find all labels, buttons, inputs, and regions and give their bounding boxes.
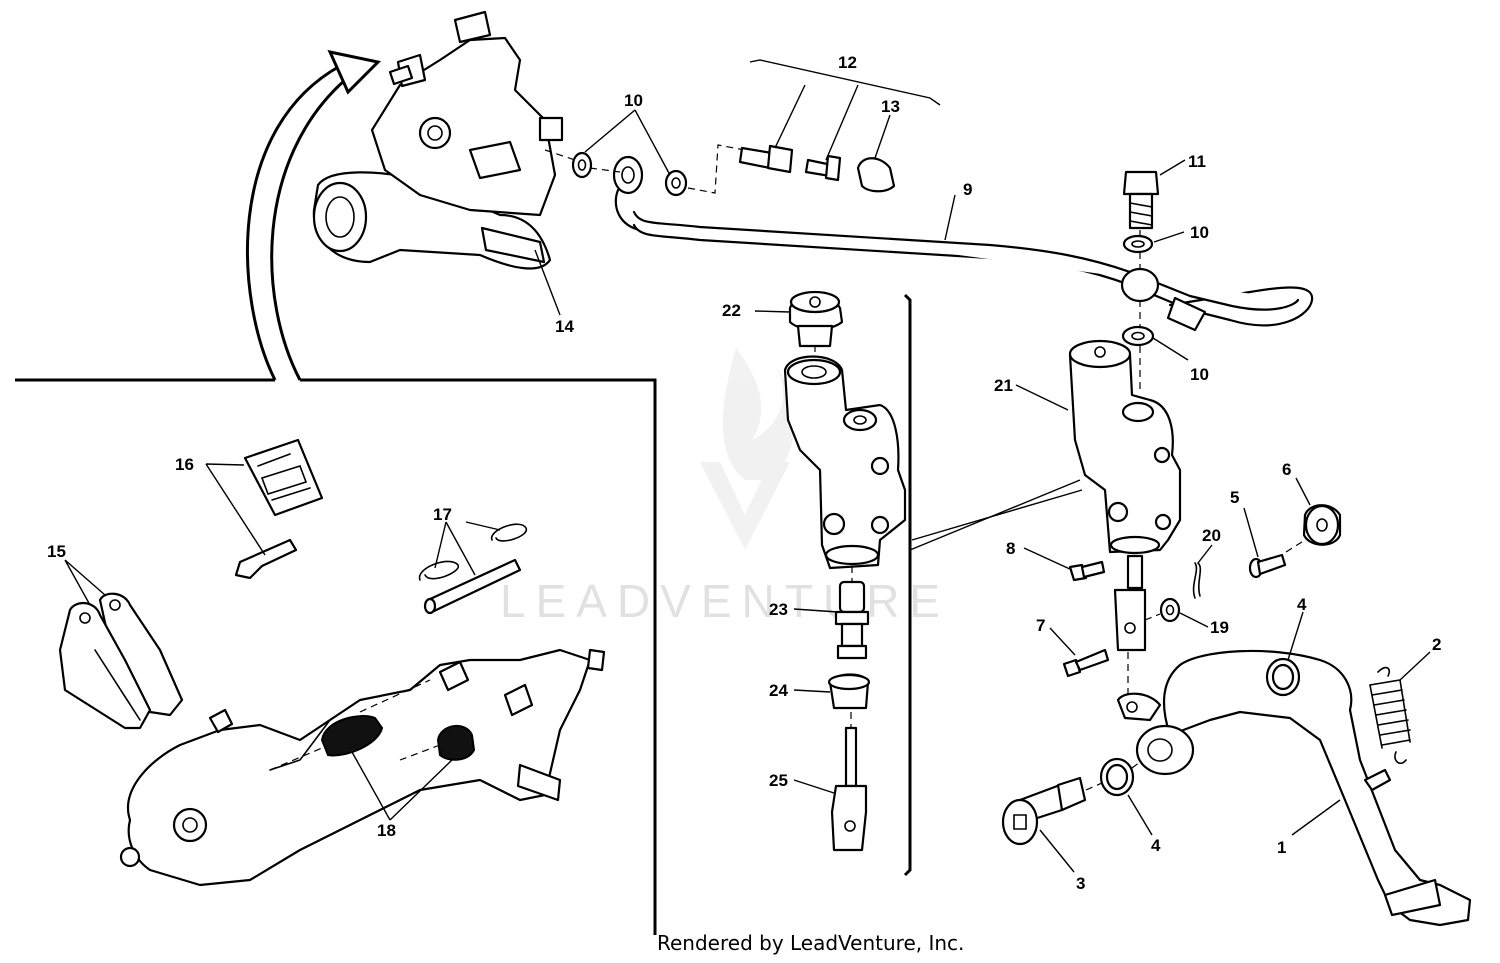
callout-22: 22	[722, 301, 741, 320]
slide-boot-right	[436, 725, 476, 761]
callout-16: 16	[175, 455, 194, 474]
r-clip-right	[491, 523, 527, 542]
pad-retainer	[234, 538, 298, 580]
crush-washer-upper	[571, 151, 593, 179]
bolt-8	[1068, 560, 1106, 582]
clevis-pin	[1062, 648, 1110, 678]
banjo-bolt	[1122, 170, 1160, 230]
callout-13: 13	[881, 97, 900, 116]
section-bracket	[903, 293, 912, 877]
watermark-text: LEADVENTURE	[500, 575, 950, 627]
callout-6: 6	[1282, 460, 1291, 479]
callout-21: 21	[994, 376, 1013, 395]
callout-19: 19	[1210, 618, 1229, 637]
callout-labels: 1 2 3 4 4 5 6 7 8 9 10 10 10 11 12 13 14…	[47, 53, 1441, 893]
callout-4-upper: 4	[1297, 595, 1307, 614]
bleeder-banjo-bolt	[738, 144, 794, 174]
callout-9: 9	[963, 180, 972, 199]
credit-text: Rendered by LeadVenture, Inc.	[657, 931, 964, 955]
callout-10-top: 10	[624, 91, 643, 110]
curved-arrow	[245, 64, 346, 381]
callout-10-right-lower: 10	[1190, 365, 1209, 384]
return-spring	[1369, 666, 1411, 765]
washer-right-upper	[1122, 234, 1154, 254]
cotter-pin	[1192, 562, 1202, 599]
inset-frame	[15, 378, 657, 935]
callout-23: 23	[769, 600, 788, 619]
caliper-bracket-inset	[119, 648, 606, 887]
callout-4-lower: 4	[1151, 836, 1161, 855]
callout-17: 17	[433, 505, 452, 524]
r-clip-left	[419, 560, 459, 581]
callout-10-right-upper: 10	[1190, 223, 1209, 242]
callout-3: 3	[1076, 874, 1085, 893]
callout-18: 18	[377, 821, 396, 840]
push-rod	[830, 726, 868, 852]
piston-boot	[827, 673, 871, 710]
slide-boot-left	[320, 715, 384, 757]
callout-11: 11	[1188, 152, 1206, 171]
callout-25: 25	[769, 771, 788, 790]
arrow-head-icon	[327, 49, 382, 95]
pad-pin	[423, 558, 522, 615]
piston	[834, 580, 870, 660]
callout-7: 7	[1036, 616, 1045, 635]
master-cylinder-assembled	[1068, 339, 1182, 652]
o-ring-upper	[1265, 657, 1301, 697]
bleeder-cap	[856, 157, 896, 193]
callout-leaders	[64, 84, 1431, 873]
callout-1: 1	[1277, 838, 1286, 857]
callout-20: 20	[1202, 526, 1221, 545]
pivot-bolt	[1001, 776, 1087, 846]
brake-hose	[632, 210, 1314, 332]
reservoir-cap	[788, 290, 844, 348]
pad-spring	[243, 438, 324, 517]
brake-pad-front	[58, 602, 152, 730]
brake-caliper-assembly	[312, 10, 564, 270]
callout-12: 12	[838, 53, 857, 72]
callout-5: 5	[1230, 488, 1239, 507]
callout-8: 8	[1006, 539, 1015, 558]
master-cylinder-exploded	[783, 355, 907, 570]
bleeder-screw	[804, 154, 842, 182]
callout-24: 24	[769, 681, 788, 700]
callout-15: 15	[47, 542, 66, 561]
banjo-fitting	[612, 155, 644, 232]
bolt-5	[1248, 553, 1287, 579]
leadventure-watermark-logo	[700, 348, 795, 550]
o-ring-lower	[1099, 757, 1135, 797]
brake-pedal	[1116, 649, 1472, 927]
washer-19	[1159, 597, 1181, 623]
callout-14: 14	[555, 317, 574, 336]
callout-2: 2	[1432, 635, 1441, 654]
crush-washer-lower	[664, 169, 688, 197]
spacer	[1302, 504, 1342, 546]
washer-right-lower	[1121, 325, 1155, 347]
